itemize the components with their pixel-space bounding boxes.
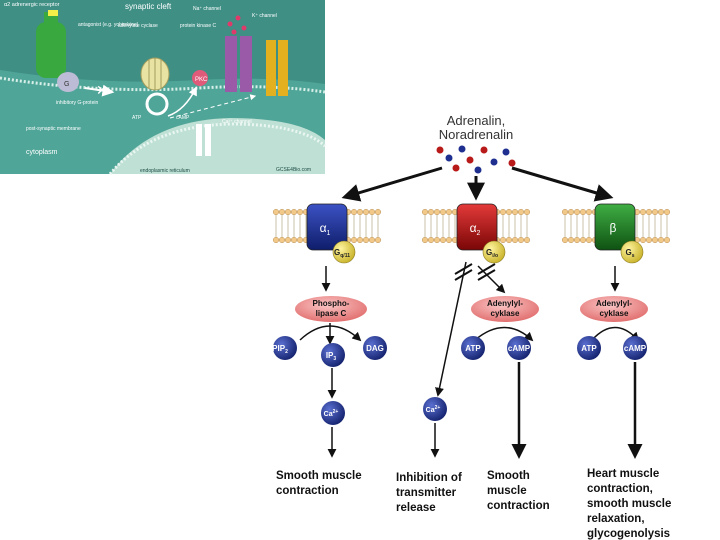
svg-text:G: G bbox=[64, 81, 69, 88]
inset-arrow-1 bbox=[84, 84, 115, 97]
dag-label: DAG bbox=[366, 344, 384, 353]
ca-node-a1 bbox=[321, 401, 345, 425]
outcome-a2-right-line1: Smooth bbox=[487, 470, 530, 482]
receptor-a1: α1 bbox=[306, 203, 348, 251]
ca-label-a2: Ca2+ bbox=[426, 405, 441, 414]
outcome-a2-left-line2: transmitter bbox=[396, 487, 457, 499]
synapse-inset: G PKC bbox=[0, 0, 326, 175]
gprotein-b-label: Gs bbox=[625, 248, 634, 259]
ca-channel-shape bbox=[196, 124, 211, 156]
receptor-a2-label: α2 bbox=[470, 221, 481, 237]
ligand-label-line1: Adrenalin, bbox=[447, 113, 506, 128]
inset-credit: GCSE4Bio.com bbox=[276, 167, 311, 173]
inset-cell-lower bbox=[110, 118, 325, 174]
outcome-b-line2: contraction, bbox=[587, 483, 653, 495]
camp-label-b: cAMP bbox=[624, 344, 647, 353]
camp-node-a2 bbox=[507, 336, 531, 360]
outcome-b-line4: relaxation, bbox=[587, 513, 645, 525]
gprotein-a1-label: Gq/11 bbox=[334, 248, 350, 259]
outcome-a2-left-line3: release bbox=[396, 502, 436, 514]
receptor-a1-label: α1 bbox=[320, 221, 331, 237]
outcome-b-line1: Heart muscle bbox=[587, 468, 659, 480]
receptor-b-label: β bbox=[610, 221, 617, 235]
pip2-node bbox=[273, 336, 297, 360]
receptor-b: β bbox=[594, 203, 636, 251]
inset-er-membrane bbox=[108, 122, 326, 175]
phospholipase-c-line2: lipase C bbox=[316, 309, 347, 318]
atp-label-b: ATP bbox=[581, 344, 597, 353]
na-channel-shape bbox=[225, 15, 252, 92]
gprotein-a2-label: Gi/o bbox=[486, 248, 498, 259]
adenylate-cyclase-shape bbox=[140, 57, 170, 116]
inset-label-synaptic-cleft: synaptic cleft bbox=[125, 2, 172, 11]
dag-node bbox=[363, 336, 387, 360]
atp-node-a2 bbox=[461, 336, 485, 360]
adenylyl-cyclase-b-node bbox=[580, 296, 648, 322]
adenylyl-cyclase-a2-node bbox=[471, 296, 539, 322]
inset-label-k: K⁺ channel bbox=[252, 13, 277, 19]
ligand-arrow-b bbox=[511, 166, 614, 202]
inset-label-na: Na⁺ channel bbox=[193, 6, 221, 12]
ligand-molecules bbox=[436, 145, 516, 174]
phospholipase-c-node bbox=[295, 296, 367, 322]
pkc-label: PKC bbox=[195, 77, 208, 83]
outcome-b-line5: glycogenolysis bbox=[587, 528, 670, 540]
k-channel-shape bbox=[266, 40, 288, 96]
arrow-a2-to-ca bbox=[435, 261, 467, 397]
outcome-a1-line2: contraction bbox=[276, 485, 339, 497]
ligand-arrow-a1 bbox=[341, 166, 443, 202]
inset-label-er: endoplasmic reticulum bbox=[140, 168, 190, 174]
arrow-a2-to-cyclase-blocked bbox=[477, 265, 506, 294]
adenylyl-cyclase-b-line2: cyklase bbox=[600, 309, 629, 318]
ca-node-a2 bbox=[423, 397, 447, 421]
gprotein-a2: Gi/o bbox=[482, 240, 506, 264]
outcome-b-line3: smooth muscle bbox=[587, 498, 671, 510]
block-mark-2b bbox=[477, 269, 496, 281]
receptor-a2-body bbox=[456, 203, 498, 251]
inset-label-receptor: α2 adrenergic receptor bbox=[4, 2, 60, 8]
block-mark-2a bbox=[477, 263, 496, 275]
receptor-a1-body bbox=[306, 203, 348, 251]
ip3-node bbox=[321, 343, 345, 367]
camp-label-a2: cAMP bbox=[508, 344, 531, 353]
ligand-label-line2: Noradrenalin bbox=[439, 127, 513, 142]
inset-label-postsynaptic: post-synaptic membrane bbox=[26, 126, 81, 132]
gprotein-b: Gs bbox=[620, 240, 644, 264]
adenylyl-cyclase-a2-line1: Adenylyl- bbox=[487, 299, 523, 308]
inset-label-cytoplasm: cytoplasm bbox=[26, 149, 58, 156]
inset-arrow-3 bbox=[169, 94, 257, 119]
adenylyl-cyclase-a2-line2: cyklase bbox=[491, 309, 520, 318]
alpha2-receptor-shape: G bbox=[36, 10, 79, 92]
atp-label-a2: ATP bbox=[465, 344, 481, 353]
pip2-label: PIP2 bbox=[272, 344, 288, 355]
inset-label-pkc-full: protein kinase C bbox=[180, 23, 217, 29]
block-mark-1a bbox=[454, 263, 473, 275]
arrow-atp-to-camp-a2 bbox=[474, 326, 534, 342]
inset-label-adenylate: adenylate cyclase bbox=[118, 23, 158, 29]
pkc-node bbox=[192, 70, 208, 86]
inset-label-atp: ATP bbox=[132, 115, 142, 121]
atp-node-b bbox=[577, 336, 601, 360]
receptor-a2: α2 bbox=[456, 203, 498, 251]
receptor-b-body bbox=[594, 203, 636, 251]
outcome-a2-right-line2: muscle bbox=[487, 485, 527, 497]
camp-node-b bbox=[623, 336, 647, 360]
phospholipase-c-line1: Phospho- bbox=[313, 299, 350, 308]
outcome-a2-right-line3: contraction bbox=[487, 500, 550, 512]
inset-label-ca-channel: Ca²⁺ channel bbox=[222, 119, 252, 125]
inset-label-g-protein: inhibitory G-protein bbox=[56, 100, 98, 106]
gprotein-a1: Gq/11 bbox=[332, 240, 356, 264]
adenylyl-cyclase-b-line1: Adenylyl- bbox=[596, 299, 632, 308]
ca-label-a1: Ca2+ bbox=[324, 409, 339, 418]
ip3-label: IP3 bbox=[326, 351, 337, 362]
inhibit-x: ✕ bbox=[96, 82, 108, 98]
inset-label-antagonist: antagonist (e.g. yohimbine) bbox=[78, 22, 139, 28]
outcome-a1-line1: Smooth muscle bbox=[276, 470, 362, 482]
outcome-a2-left-line1: Inhibition of bbox=[396, 472, 462, 484]
inset-label-camp: cAMP bbox=[176, 115, 190, 121]
inset-arrow-2 bbox=[167, 86, 197, 117]
